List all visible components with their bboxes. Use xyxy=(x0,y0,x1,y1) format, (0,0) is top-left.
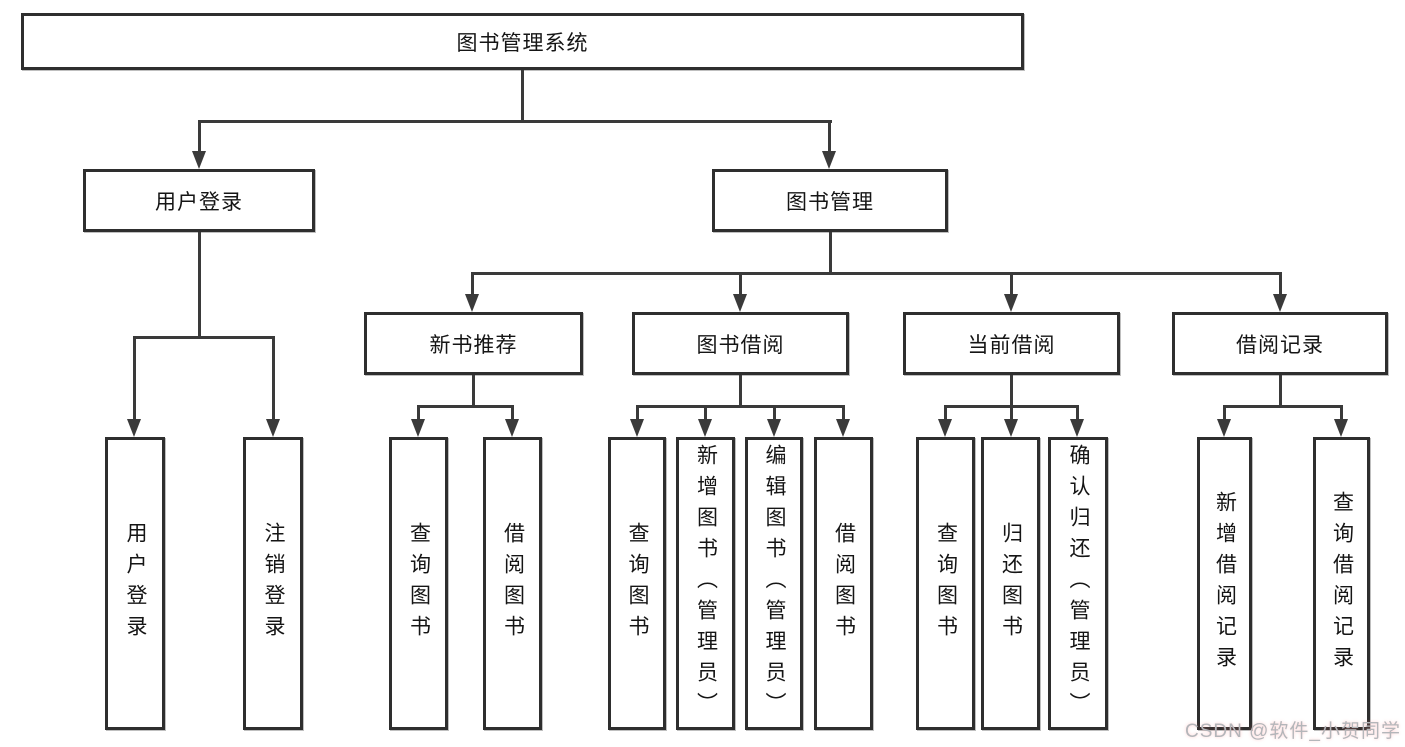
leaf-query-borrow-record: 查询借阅记录 xyxy=(1313,437,1370,730)
leaf-query-books-borrow-label: 查询图书 xyxy=(626,521,649,646)
connector-line xyxy=(1010,405,1013,421)
connector-line xyxy=(472,272,1281,275)
connector-line xyxy=(1223,405,1226,421)
connector-line xyxy=(133,336,136,421)
csdn-watermark: CSDN @软件_小贺同学 xyxy=(1185,721,1401,742)
node-user-login: 用户登录 xyxy=(83,169,315,232)
arrow-down-icon xyxy=(1070,419,1084,437)
leaf-user-login-label: 用户登录 xyxy=(124,521,147,646)
connector-line xyxy=(739,375,742,405)
arrow-down-icon xyxy=(630,419,644,437)
connector-line xyxy=(198,120,201,153)
leaf-add-books-admin: 新增图书（管理员） xyxy=(676,437,735,730)
leaf-query-books-recommend: 查询图书 xyxy=(389,437,448,730)
arrow-down-icon xyxy=(836,419,850,437)
node-borrowing-records: 借阅记录 xyxy=(1172,312,1388,375)
node-new-book-recommend-label: 新书推荐 xyxy=(429,333,518,357)
connector-line xyxy=(842,405,845,421)
arrow-down-icon xyxy=(192,151,206,169)
connector-line xyxy=(828,120,831,153)
leaf-logout-label: 注销登录 xyxy=(262,521,285,646)
connector-line xyxy=(1010,375,1013,405)
connector-line xyxy=(471,272,474,296)
connector-line xyxy=(636,405,639,421)
node-root-label: 图书管理系统 xyxy=(456,31,589,55)
node-borrowing-records-label: 借阅记录 xyxy=(1236,333,1324,357)
arrow-down-icon xyxy=(822,151,836,169)
connector-line xyxy=(521,70,524,120)
node-current-borrowing-label: 当前借阅 xyxy=(967,333,1056,357)
leaf-logout: 注销登录 xyxy=(243,437,303,730)
arrow-down-icon xyxy=(1004,419,1018,437)
connector-line xyxy=(198,120,832,123)
arrow-down-icon xyxy=(465,294,479,312)
arrow-down-icon xyxy=(505,419,519,437)
arrow-down-icon xyxy=(266,419,280,437)
leaf-query-books-current: 查询图书 xyxy=(916,437,975,730)
node-new-book-recommend: 新书推荐 xyxy=(364,312,583,375)
arrow-down-icon xyxy=(698,419,712,437)
connector-line xyxy=(417,405,420,421)
leaf-add-books-admin-label: 新增图书（管理员） xyxy=(694,444,718,723)
node-book-management-label: 图书管理 xyxy=(786,190,874,214)
node-current-borrowing: 当前借阅 xyxy=(903,312,1120,375)
connector-line xyxy=(1076,405,1079,421)
arrow-down-icon xyxy=(938,419,952,437)
leaf-edit-books-admin: 编辑图书（管理员） xyxy=(745,437,803,730)
connector-line xyxy=(944,405,947,421)
connector-line xyxy=(739,272,742,296)
leaf-return-books: 归还图书 xyxy=(981,437,1040,730)
leaf-borrow-books-recommend-label: 借阅图书 xyxy=(501,521,525,646)
leaf-query-borrow-record-label: 查询借阅记录 xyxy=(1330,490,1354,677)
leaf-confirm-return-admin: 确认归还（管理员） xyxy=(1048,437,1108,730)
leaf-borrow-books: 借阅图书 xyxy=(814,437,873,730)
leaf-add-borrow-record: 新增借阅记录 xyxy=(1197,437,1252,730)
arrow-down-icon xyxy=(1004,294,1018,312)
leaf-user-login: 用户登录 xyxy=(105,437,165,730)
connector-line xyxy=(472,375,475,405)
connector-line xyxy=(134,336,274,339)
connector-line xyxy=(1279,375,1282,405)
connector-line xyxy=(829,232,832,272)
connector-line xyxy=(1340,405,1343,421)
node-book-management: 图书管理 xyxy=(712,169,948,232)
leaf-borrow-books-label: 借阅图书 xyxy=(832,521,856,646)
node-book-borrowing-label: 图书借阅 xyxy=(696,333,785,357)
leaf-query-books-borrow: 查询图书 xyxy=(608,437,666,730)
connector-line xyxy=(1010,272,1013,296)
node-root: 图书管理系统 xyxy=(21,13,1024,70)
connector-line xyxy=(418,405,513,408)
node-book-borrowing: 图书借阅 xyxy=(632,312,849,375)
arrow-down-icon xyxy=(1334,419,1348,437)
connector-line xyxy=(637,405,844,408)
connector-line xyxy=(1224,405,1342,408)
arrow-down-icon xyxy=(1273,294,1287,312)
connector-line xyxy=(272,336,275,421)
leaf-edit-books-admin-label: 编辑图书（管理员） xyxy=(763,444,786,723)
connector-line xyxy=(198,232,201,336)
connector-line xyxy=(704,405,707,421)
arrow-down-icon xyxy=(1217,419,1231,437)
leaf-query-books-recommend-label: 查询图书 xyxy=(407,521,431,646)
connector-line xyxy=(773,405,776,421)
node-user-login-label: 用户登录 xyxy=(155,190,243,214)
leaf-return-books-label: 归还图书 xyxy=(999,521,1023,646)
arrow-down-icon xyxy=(127,419,141,437)
leaf-add-borrow-record-label: 新增借阅记录 xyxy=(1213,490,1237,677)
connector-line xyxy=(1279,272,1282,296)
leaf-query-books-current-label: 查询图书 xyxy=(934,521,958,646)
arrow-down-icon xyxy=(767,419,781,437)
leaf-borrow-books-recommend: 借阅图书 xyxy=(483,437,542,730)
arrow-down-icon xyxy=(733,294,747,312)
leaf-confirm-return-admin-label: 确认归还（管理员） xyxy=(1067,444,1090,723)
connector-line xyxy=(511,405,514,421)
arrow-down-icon xyxy=(411,419,425,437)
